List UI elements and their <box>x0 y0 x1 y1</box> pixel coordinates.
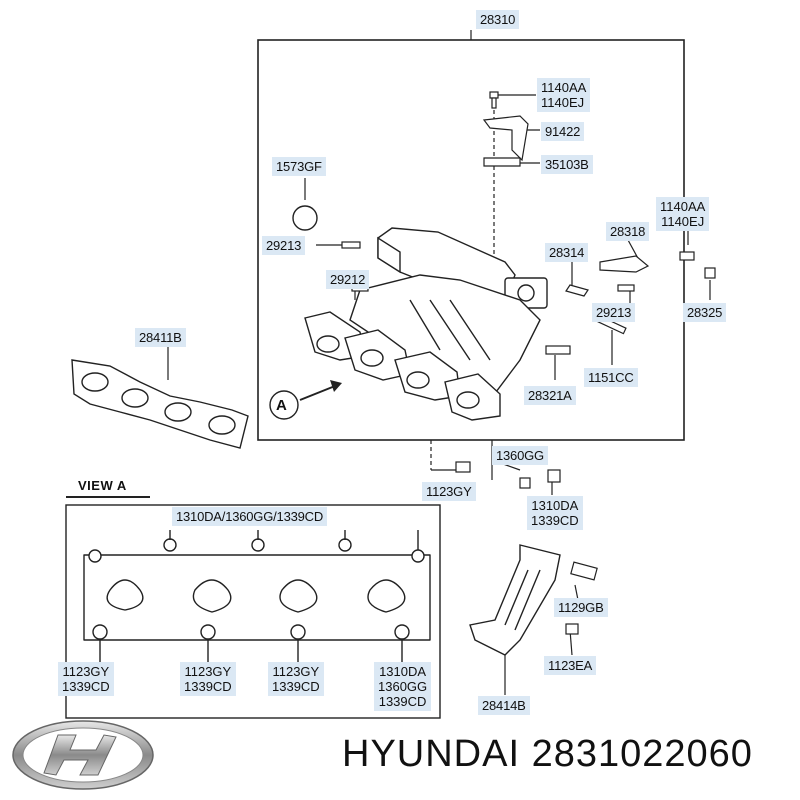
label-bolt-top-a: 1140AA <box>541 80 587 95</box>
intake-manifold <box>304 227 548 421</box>
label-view-b4-c: 1339CD <box>378 694 427 709</box>
label-washer-nut-b: 1339CD <box>531 513 579 528</box>
label-28310: 28310 <box>476 10 520 29</box>
manifold-stay <box>469 544 561 656</box>
label-1360gg: 1360GG <box>492 446 548 465</box>
label-view-b3: 1123GY 1339CD <box>268 662 324 696</box>
label-view-b1-a: 1123GY <box>62 664 110 679</box>
label-view-b3-a: 1123GY <box>272 664 320 679</box>
view-a-frame <box>65 504 441 719</box>
label-view-b3-b: 1339CD <box>272 679 320 694</box>
label-view-b4-b: 1360GG <box>378 679 428 694</box>
label-view-b2: 1123GY 1339CD <box>180 662 236 696</box>
view-a-underline <box>66 496 150 498</box>
label-1123gy: 1123GY <box>422 482 476 501</box>
label-bolt-right-a: 1140AA <box>660 199 706 214</box>
label-91422: 91422 <box>541 122 585 141</box>
label-view-b1: 1123GY 1339CD <box>58 662 114 696</box>
arrow-a-label: A <box>276 397 287 414</box>
label-bolt-top-b: 1140EJ <box>541 95 585 110</box>
hyundai-logo-icon <box>12 720 154 790</box>
label-28411b: 28411B <box>135 328 186 347</box>
label-28325: 28325 <box>683 303 727 322</box>
label-bolt-top: 1140AA 1140EJ <box>537 78 591 112</box>
label-view-top: 1310DA/1360GG/1339CD <box>172 507 328 526</box>
label-bolt-right: 1140AA 1140EJ <box>656 197 710 231</box>
label-29212: 29212 <box>326 270 370 289</box>
label-view-b4-a: 1310DA <box>379 664 427 679</box>
label-29213-left: 29213 <box>262 236 306 255</box>
label-washer-nut-a: 1310DA <box>531 498 579 513</box>
label-35103b: 35103B <box>541 155 593 174</box>
label-view-b2-a: 1123GY <box>184 664 232 679</box>
label-view-b4: 1310DA 1360GG 1339CD <box>374 662 432 711</box>
label-28321a: 28321A <box>524 386 576 405</box>
brand-part-number: HYUNDAI 2831022060 <box>342 733 753 775</box>
label-washer-nut: 1310DA 1339CD <box>527 496 583 530</box>
view-a-title: VIEW A <box>78 478 127 493</box>
label-view-b1-b: 1339CD <box>62 679 110 694</box>
label-29213-right: 29213 <box>592 303 636 322</box>
label-28414b: 28414B <box>478 696 530 715</box>
view-a-gasket <box>83 530 431 662</box>
label-1123ea: 1123EA <box>544 656 597 675</box>
label-28314: 28314 <box>545 243 589 262</box>
label-1573gf: 1573GF <box>272 157 326 176</box>
label-28318: 28318 <box>606 222 650 241</box>
label-view-b2-b: 1339CD <box>184 679 232 694</box>
label-1151cc: 1151CC <box>584 368 638 387</box>
label-1129gb: 1129GB <box>554 598 608 617</box>
label-bolt-right-b: 1140EJ <box>661 214 705 229</box>
exhaust-gasket-left <box>71 359 249 449</box>
